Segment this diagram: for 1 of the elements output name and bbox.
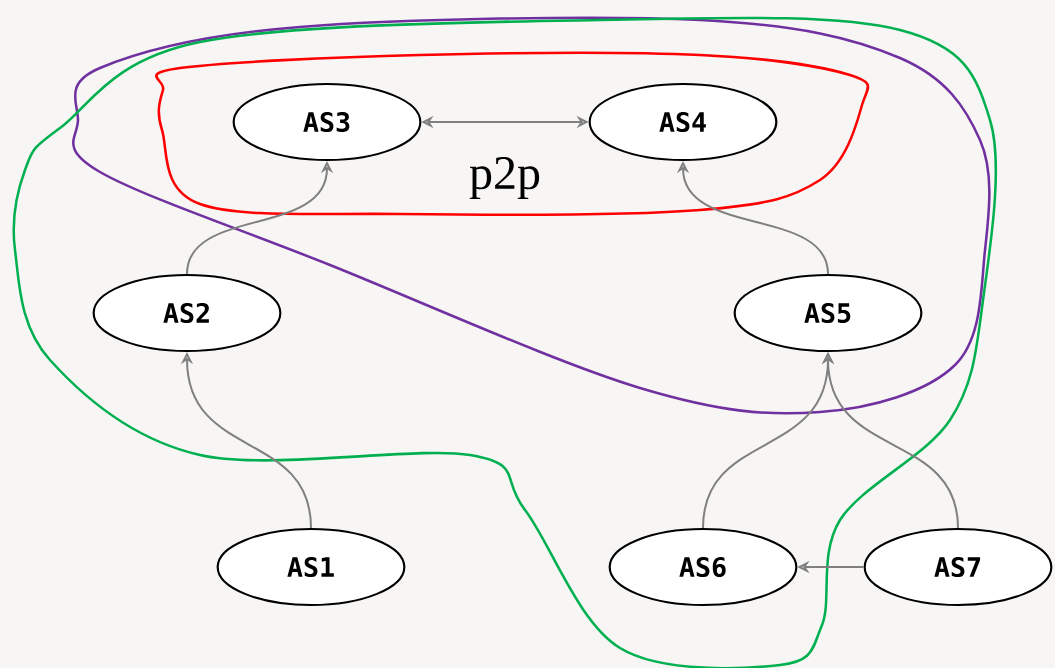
edge-label: p2p: [469, 157, 540, 199]
